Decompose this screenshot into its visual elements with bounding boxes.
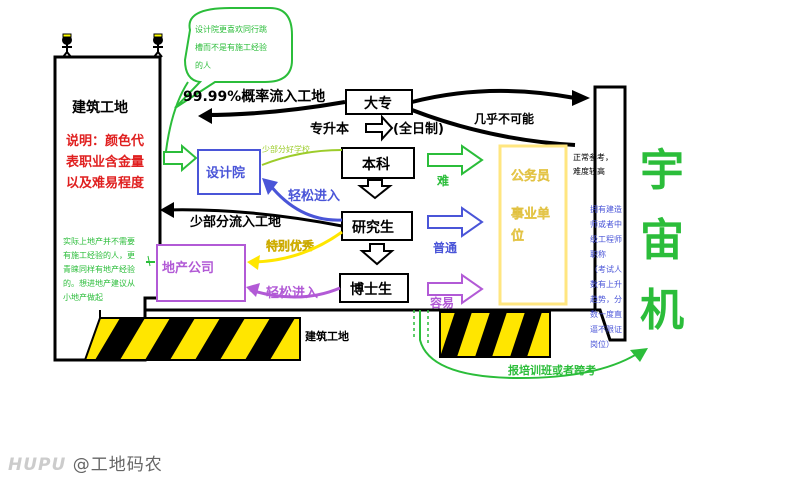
shaobufen-haoxuexiao-label: 少部分好学校 bbox=[262, 144, 310, 154]
fulltime-label: (全日制) bbox=[393, 121, 444, 137]
right-top-note-1: 正常参考， bbox=[573, 152, 613, 162]
floor-line bbox=[143, 298, 600, 312]
left-wall-title: 建筑工地 bbox=[72, 99, 128, 116]
right-note-8: 数一度直 bbox=[590, 309, 622, 319]
right-bottom-notes: 拥有建造 师或者中 级工程师 职称 （考试人 数有上升 趋势，分 数一度直 逼不… bbox=[590, 204, 622, 349]
right-wall bbox=[593, 85, 627, 342]
shaobufen-liuru-label: 少部分流入工地 bbox=[189, 214, 281, 230]
watermark: HUPU @工地码农 bbox=[8, 450, 163, 475]
nan-label: 难 bbox=[436, 173, 449, 188]
speech-line-1: 设计院更喜欢同行跳 bbox=[195, 24, 267, 34]
left-bottom-note-4: 的。想进地产建议从 bbox=[63, 278, 135, 288]
yanjiu-to-site-curve bbox=[164, 208, 343, 228]
left-bottom-note-3: 青睐同样有地产经验 bbox=[63, 264, 135, 274]
speech-line-2: 槽而不是有施工经验 bbox=[195, 42, 267, 52]
worker-figure-left bbox=[62, 33, 72, 58]
dazhuan-label: 大专 bbox=[364, 95, 392, 112]
benke-to-sheji-line bbox=[261, 149, 343, 166]
watermark-brand: HUPU bbox=[8, 455, 67, 475]
putong-arrow bbox=[427, 206, 484, 238]
prob-label: 99.99%概率流入工地 bbox=[183, 88, 325, 105]
yanjiu-to-sheji-arrowhead bbox=[262, 178, 278, 195]
qingsong-label-2: 轻松进入 bbox=[266, 285, 318, 301]
bubble-tail-line bbox=[164, 81, 189, 161]
curve-arrowhead-right bbox=[572, 90, 590, 106]
boshi-to-dichan-arrowhead bbox=[246, 283, 260, 297]
shiye-label-1: 事业单 bbox=[511, 206, 550, 222]
speech-bubble bbox=[174, 7, 293, 109]
wall-to-sheji-arrow bbox=[163, 143, 198, 173]
train-label: 报培训班或者跨考 bbox=[508, 363, 596, 377]
dichan-box bbox=[156, 244, 246, 302]
watermark-author: @工地码农 bbox=[72, 455, 163, 475]
benke-down-arrow bbox=[357, 179, 393, 200]
right-note-5: （考试人 bbox=[590, 264, 622, 274]
curve-arrow-right bbox=[411, 88, 576, 104]
right-top-note-2: 难度较高 bbox=[573, 166, 605, 176]
curve-arrow-right-2 bbox=[411, 108, 576, 147]
yanjiu-to-site-arrowhead bbox=[160, 202, 174, 218]
universe-char-1: 宇 bbox=[640, 145, 684, 196]
bottom-site-label: 建筑工地 bbox=[305, 329, 349, 343]
left-note-line-3: 以及难易程度 bbox=[66, 175, 145, 191]
putong-label: 普通 bbox=[433, 240, 457, 255]
right-note-4: 职称 bbox=[590, 249, 606, 259]
hazard-stripe-left bbox=[83, 317, 301, 361]
benke-box bbox=[341, 147, 415, 179]
speech-line-3: 的人 bbox=[195, 60, 211, 70]
wall-to-dichan-mark bbox=[147, 255, 151, 267]
left-note-line-2: 表职业含金量 bbox=[65, 154, 144, 170]
nan-arrow bbox=[427, 144, 484, 176]
zhuanshengben-label: 专升本 bbox=[310, 121, 349, 137]
gongwu-label: 公务员 bbox=[511, 168, 550, 184]
yanjiu-down-arrow bbox=[359, 243, 395, 266]
bottom-train-arrowhead bbox=[630, 348, 648, 362]
left-bottom-note-2: 有施工经验的人，更 bbox=[63, 250, 135, 260]
universe-char-2: 宙 bbox=[640, 215, 684, 266]
yanjiu-box bbox=[341, 211, 413, 241]
yanjiu-to-dichan-arrowhead bbox=[247, 255, 260, 270]
boshi-label: 博士生 bbox=[350, 281, 392, 298]
qingsong-label-1: 轻松进入 bbox=[288, 188, 340, 204]
curve-arrow-left bbox=[204, 100, 346, 117]
bottom-train-curve bbox=[419, 310, 641, 380]
right-note-3: 级工程师 bbox=[590, 234, 622, 244]
almost-label: 几乎不可能 bbox=[474, 111, 534, 126]
benke-label: 本科 bbox=[362, 156, 390, 173]
sheji-box bbox=[197, 149, 261, 195]
worker-figure-right bbox=[153, 33, 163, 58]
zhuansheng-arrow bbox=[365, 114, 394, 142]
right-note-2: 师或者中 bbox=[590, 219, 622, 229]
left-bottom-note-5: 小地产做起 bbox=[63, 292, 103, 302]
right-note-1: 拥有建造 bbox=[590, 204, 622, 214]
yanjiu-label: 研究生 bbox=[352, 219, 394, 236]
yanjiu-to-dichan-line bbox=[249, 230, 343, 264]
dichan-label: 地产公司 bbox=[162, 260, 214, 276]
left-bottom-note-1: 实际上地产并不需要 bbox=[63, 236, 135, 246]
right-note-9: 逼不限证 bbox=[590, 325, 622, 334]
curve-arrowhead-left bbox=[198, 108, 212, 124]
right-note-6: 数有上升 bbox=[590, 279, 622, 289]
boshi-to-dichan-line bbox=[249, 286, 341, 299]
hazard-stripe-right bbox=[439, 311, 551, 358]
shiye-label-2: 位 bbox=[511, 228, 524, 244]
universe-char-3: 机 bbox=[640, 285, 684, 336]
right-note-7: 趋势，分 bbox=[590, 294, 622, 304]
yanjiu-to-sheji-line bbox=[268, 184, 343, 222]
rongyi-label: 容易 bbox=[429, 295, 454, 310]
sheji-label: 设计院 bbox=[206, 165, 245, 181]
rongyi-arrow bbox=[427, 273, 484, 305]
gongwu-box bbox=[498, 144, 568, 306]
tebie-label: 特别优秀 bbox=[266, 238, 315, 253]
right-note-10: 岗位） bbox=[590, 339, 614, 349]
left-note-line-1: 说明：颜色代 bbox=[66, 133, 144, 149]
